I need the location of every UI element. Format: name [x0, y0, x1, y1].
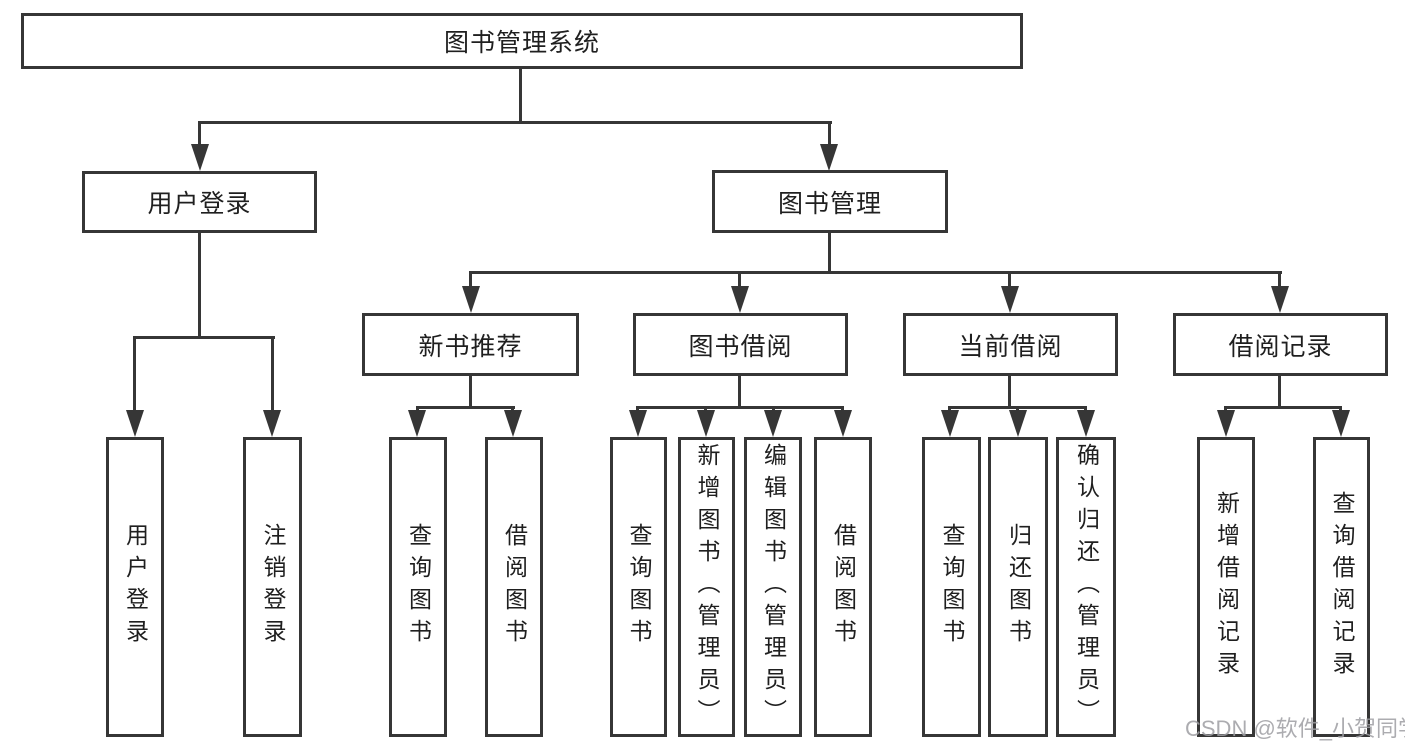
leaf-cb-confirm-return-admin: 确认归还（管理员） — [1056, 437, 1116, 737]
connector-line — [469, 375, 472, 408]
connector-line — [198, 121, 201, 150]
connector-line — [1008, 271, 1011, 290]
arrowhead-down-icon — [1217, 410, 1235, 437]
node-user-login: 用户登录 — [82, 171, 317, 233]
arrowhead-down-icon — [462, 286, 480, 313]
arrowhead-down-icon — [731, 286, 749, 313]
leaf-cb-return-books: 归还图书 — [988, 437, 1048, 737]
connector-line — [469, 271, 472, 290]
leaf-cb-query-books-label: 查询图书 — [939, 523, 965, 651]
node-book-mgmt: 图书管理 — [712, 170, 948, 233]
arrowhead-down-icon — [126, 410, 144, 437]
connector-line — [133, 336, 275, 339]
connector-line — [271, 336, 274, 414]
connector-line — [416, 406, 515, 409]
leaf-bb-add-books-admin: 新增图书（管理员） — [678, 437, 735, 737]
leaf-cb-confirm-return-admin-label: 确认归还（管理员） — [1073, 443, 1100, 731]
arrowhead-down-icon — [1001, 286, 1019, 313]
leaf-bb-borrow-books: 借阅图书 — [814, 437, 872, 737]
leaf-br-query-record: 查询借阅记录 — [1313, 437, 1370, 737]
watermark: CSDN @软件_小贺同学 — [1185, 716, 1405, 741]
arrowhead-down-icon — [408, 410, 426, 437]
leaf-bb-query-books: 查询图书 — [610, 437, 667, 737]
node-current-borrow-label: 当前借阅 — [958, 332, 1063, 361]
connector-line — [1278, 375, 1281, 408]
arrowhead-down-icon — [1332, 410, 1350, 437]
node-book-borrow-label: 图书借阅 — [688, 332, 793, 361]
connector-line — [738, 375, 741, 408]
leaf-logout: 注销登录 — [243, 437, 302, 737]
arrowhead-down-icon — [941, 410, 959, 437]
connector-line — [636, 406, 844, 409]
leaf-bb-borrow-books-label: 借阅图书 — [830, 523, 857, 651]
arrowhead-down-icon — [191, 144, 209, 171]
connector-line — [828, 232, 831, 273]
arrowhead-down-icon — [697, 410, 715, 437]
connector-line — [198, 232, 201, 338]
connector-line — [469, 271, 1282, 274]
leaf-user-login: 用户登录 — [106, 437, 164, 737]
leaf-br-add-record: 新增借阅记录 — [1197, 437, 1255, 737]
leaf-nb-query-books-label: 查询图书 — [405, 523, 432, 651]
node-root: 图书管理系统 — [21, 13, 1023, 69]
arrowhead-down-icon — [263, 410, 281, 437]
connector-line — [133, 336, 136, 414]
node-current-borrow: 当前借阅 — [903, 313, 1118, 376]
node-borrow-records-label: 借阅记录 — [1228, 332, 1333, 361]
leaf-nb-borrow-books: 借阅图书 — [485, 437, 543, 737]
leaf-cb-return-books-label: 归还图书 — [1005, 523, 1032, 651]
arrowhead-down-icon — [504, 410, 522, 437]
node-new-books: 新书推荐 — [362, 313, 579, 376]
connector-line — [1224, 406, 1342, 409]
leaf-br-query-record-label: 查询借阅记录 — [1329, 491, 1355, 683]
arrowhead-down-icon — [834, 410, 852, 437]
leaf-bb-add-books-admin-label: 新增图书（管理员） — [694, 443, 720, 731]
arrowhead-down-icon — [1271, 286, 1289, 313]
leaf-bb-edit-books-admin-label: 编辑图书（管理员） — [760, 443, 787, 731]
leaf-br-add-record-label: 新增借阅记录 — [1213, 491, 1240, 683]
connector-line — [198, 121, 832, 124]
node-root-label: 图书管理系统 — [443, 29, 600, 57]
connector-line — [1008, 375, 1011, 408]
leaf-logout-label: 注销登录 — [260, 523, 286, 651]
node-user-login-label: 用户登录 — [147, 190, 252, 218]
leaf-nb-query-books: 查询图书 — [389, 437, 447, 737]
connector-line — [738, 271, 741, 290]
node-borrow-records: 借阅记录 — [1173, 313, 1388, 376]
node-book-mgmt-label: 图书管理 — [777, 189, 882, 218]
leaf-bb-edit-books-admin: 编辑图书（管理员） — [744, 437, 802, 737]
arrowhead-down-icon — [820, 144, 838, 171]
arrowhead-down-icon — [1077, 410, 1095, 437]
leaf-nb-borrow-books-label: 借阅图书 — [501, 523, 528, 651]
connector-line — [828, 121, 831, 150]
connector-line — [519, 68, 522, 124]
connector-line — [1278, 271, 1281, 290]
node-new-books-label: 新书推荐 — [418, 332, 523, 361]
arrowhead-down-icon — [629, 410, 647, 437]
node-book-borrow: 图书借阅 — [633, 313, 848, 376]
leaf-cb-query-books: 查询图书 — [922, 437, 981, 737]
leaf-bb-query-books-label: 查询图书 — [626, 523, 652, 651]
arrowhead-down-icon — [1009, 410, 1027, 437]
arrowhead-down-icon — [764, 410, 782, 437]
leaf-user-login-label: 用户登录 — [122, 523, 149, 651]
